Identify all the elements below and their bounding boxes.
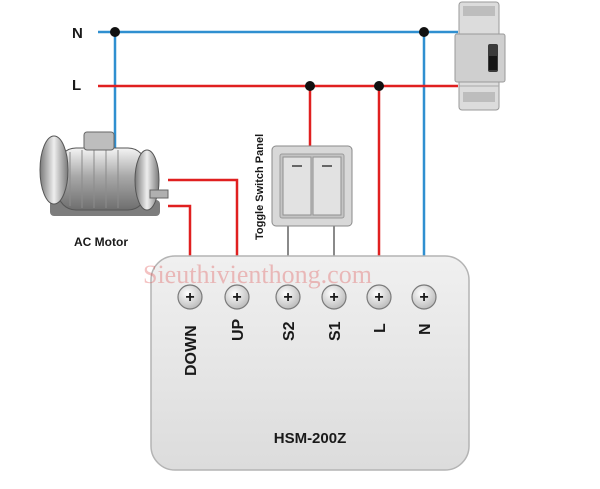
module-body	[150, 255, 470, 471]
terminal-n: +	[411, 284, 437, 310]
junction-dot	[305, 81, 315, 91]
svg-text:+: +	[232, 289, 241, 306]
terminal-down: +	[177, 284, 203, 310]
motor-label: AC Motor	[74, 235, 128, 249]
terminal-label-l: L	[372, 323, 389, 333]
svg-text:+: +	[419, 289, 428, 306]
terminal-s1: +	[321, 284, 347, 310]
terminal-label-n: N	[417, 323, 434, 335]
svg-text:+: +	[374, 289, 383, 306]
circuit-breaker-icon	[454, 1, 506, 111]
watermark-text: Sieuthivienthong.com	[143, 260, 372, 289]
terminal-s2: +	[275, 284, 301, 310]
switch-panel-label: Toggle Switch Panel	[254, 134, 266, 240]
junction-dot	[419, 27, 429, 37]
junction-dot	[374, 81, 384, 91]
terminal-label-s2: S2	[281, 321, 298, 341]
ac-motor-icon	[39, 131, 169, 216]
terminal-label-down: DOWN	[183, 325, 200, 376]
svg-text:+: +	[283, 289, 292, 306]
live-line-label: L	[72, 77, 81, 94]
terminal-l: +	[366, 284, 392, 310]
module-name: HSM-200Z	[274, 430, 347, 447]
terminal-up: +	[224, 284, 250, 310]
svg-text:+: +	[329, 289, 338, 306]
neutral-line-label: N	[72, 25, 83, 42]
terminal-label-s1: S1	[327, 321, 344, 341]
junction-dot	[110, 27, 120, 37]
terminal-label-up: UP	[230, 318, 247, 341]
svg-text:+: +	[185, 289, 194, 306]
toggle-switch-panel-icon	[271, 145, 353, 227]
